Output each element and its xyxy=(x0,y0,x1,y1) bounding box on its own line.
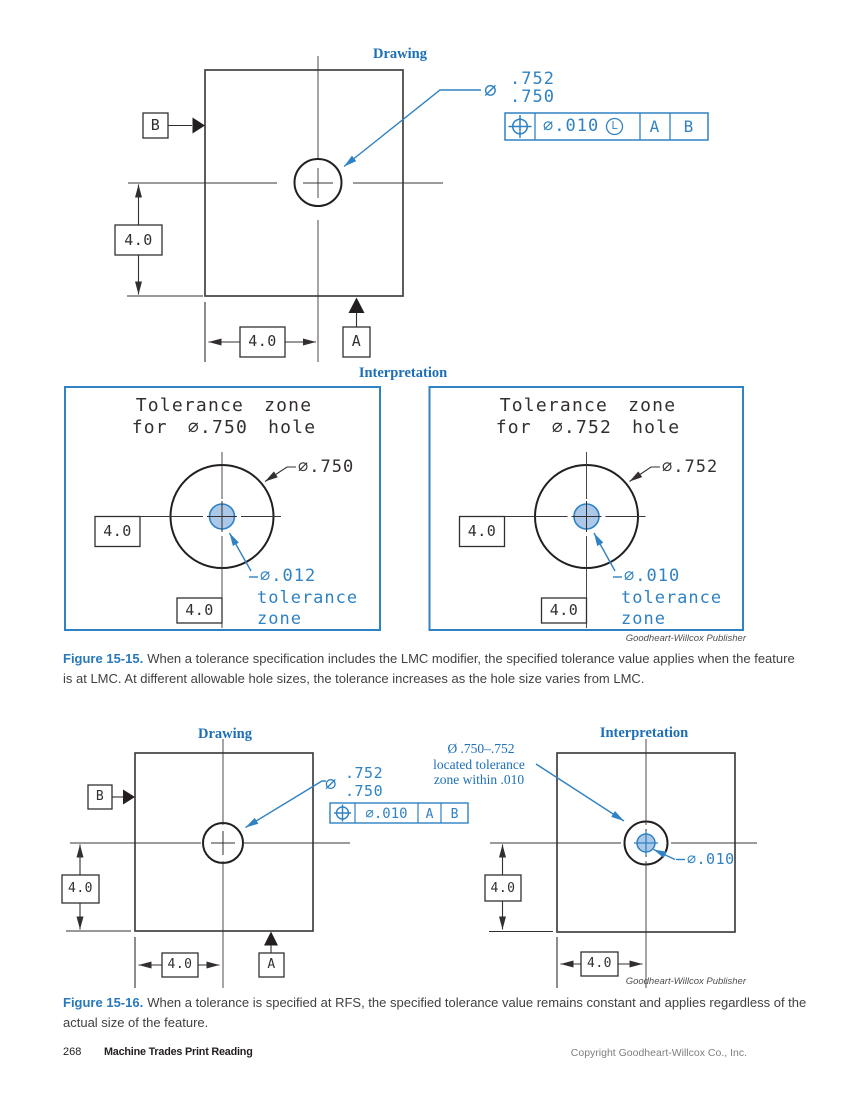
datum-a-label: A xyxy=(351,332,362,350)
zone-size-label: ∅.010 xyxy=(687,850,735,868)
panel-title-line1: Tolerance zone xyxy=(499,395,677,416)
feature-control-frame xyxy=(504,112,709,141)
left-dim-value: 4.0 xyxy=(68,881,93,896)
note-line1: Ø .750–.752 xyxy=(447,741,515,756)
note-line2: located tolerance xyxy=(433,756,525,772)
fig15-15-interpretation-left xyxy=(64,386,381,631)
centerlines xyxy=(128,56,443,362)
size-lower-limit: .750 xyxy=(345,782,384,800)
size-leader xyxy=(245,780,326,829)
datum-a-symbol xyxy=(342,297,371,358)
fig15-15-caption: Figure 15-15.When a tolerance specificat… xyxy=(63,649,807,689)
fcf-datum-a: A xyxy=(425,806,434,822)
bottom-dimension xyxy=(134,937,220,988)
panel-dim-bottom: 4.0 xyxy=(185,601,214,619)
zone-label-leader xyxy=(593,532,622,578)
hole-size-label: ∅.752 xyxy=(662,457,719,477)
hole-label-leader xyxy=(629,466,660,482)
zone-label-line2: tolerance xyxy=(257,588,359,608)
zone-label-leader xyxy=(228,532,258,578)
diameter-symbol: ∅ xyxy=(325,773,337,795)
caption-label: Figure 15-15. xyxy=(63,651,144,666)
bottom-dimension xyxy=(556,937,643,988)
zone-label-line3: zone xyxy=(257,609,302,629)
copyright-notice: Copyright Goodheart-Willcox Co., Inc. xyxy=(570,1046,747,1059)
fcf-tolerance-value: ∅.010 xyxy=(365,806,408,822)
diameter-symbol: ∅ xyxy=(484,78,497,102)
fig15-16-interpretation-heading: Interpretation xyxy=(599,725,689,741)
size-leader xyxy=(343,89,481,168)
fig15-16-drawing-heading: Drawing xyxy=(198,726,252,742)
note-line3: zone within .010 xyxy=(433,772,525,787)
zone-label-line1: ∅.010 xyxy=(624,566,681,586)
panel-dim-left: 4.0 xyxy=(103,522,132,540)
size-upper-limit: .752 xyxy=(345,764,384,782)
bottom-dim-value: 4.0 xyxy=(248,332,277,350)
left-dimension xyxy=(61,844,131,932)
caption-label: Figure 15-16. xyxy=(63,995,144,1010)
panel-title-line2: for ∅.752 hole xyxy=(495,417,681,438)
bottom-dimension xyxy=(204,302,316,362)
datum-a-symbol xyxy=(258,931,285,978)
fig15-15-drawing-lines xyxy=(114,56,709,362)
zone-label-line1: ∅.012 xyxy=(260,566,317,586)
caption-text: When a tolerance specification includes … xyxy=(63,651,795,686)
lmc-modifier-letter: L xyxy=(611,120,618,132)
zone-label-leader xyxy=(653,848,685,861)
zone-crosshair xyxy=(634,831,658,855)
left-dim-value: 4.0 xyxy=(124,231,153,249)
hole-circle xyxy=(293,158,343,207)
size-lower-limit: .750 xyxy=(510,87,555,107)
caption-text: When a tolerance is specified at RFS, th… xyxy=(63,995,807,1030)
page-number: 268 xyxy=(63,1046,82,1058)
position-symbol-icon xyxy=(508,115,532,138)
fcf-tolerance-value: ∅.010 xyxy=(543,116,600,136)
bottom-dim-value: 4.0 xyxy=(167,957,193,972)
fig15-16-drawing-lines xyxy=(61,739,469,988)
book-title: Machine Trades Print Reading xyxy=(104,1046,253,1058)
hole-size-label: ∅.750 xyxy=(298,457,355,477)
datum-b-symbol xyxy=(142,112,205,139)
datum-b-label: B xyxy=(150,116,161,134)
fig15-16-caption: Figure 15-16.When a tolerance is specifi… xyxy=(63,993,807,1033)
position-symbol-icon xyxy=(334,804,351,822)
fcf-datum-b: B xyxy=(450,806,459,822)
hole-label-leader xyxy=(264,466,296,482)
fcf-datum-a: A xyxy=(649,117,660,136)
datum-a-label: A xyxy=(267,957,276,972)
interp-dim-bottom: 4.0 xyxy=(587,956,612,971)
fig15-16-interpretation-lines xyxy=(484,739,757,988)
fig15-15-interpretation-right xyxy=(428,386,744,631)
panel-dim-left: 4.0 xyxy=(467,522,497,540)
left-dimension xyxy=(114,184,203,297)
size-upper-limit: .752 xyxy=(510,69,555,89)
left-dimension xyxy=(484,844,553,933)
zone-label-line3: zone xyxy=(621,609,666,629)
panel-title-line1: Tolerance zone xyxy=(135,395,313,416)
note-leader xyxy=(535,763,625,822)
panel-dim-bottom: 4.0 xyxy=(549,601,579,619)
lmc-modifier-icon xyxy=(605,117,624,136)
datum-b-symbol xyxy=(87,784,135,810)
publisher-credit: Goodheart-Willcox Publisher xyxy=(625,633,746,644)
fcf-datum-b: B xyxy=(683,117,694,136)
feature-control-frame xyxy=(329,802,469,824)
datum-b-label: B xyxy=(95,789,105,804)
zone-label-line2: tolerance xyxy=(621,588,723,608)
panel-title-line2: for ∅.750 hole xyxy=(131,417,317,438)
publisher-credit: Goodheart-Willcox Publisher xyxy=(625,976,746,987)
fig15-15-interpretation-heading: Interpretation xyxy=(358,365,448,381)
fig15-15-drawing-heading: Drawing xyxy=(373,46,427,62)
interp-dim-left: 4.0 xyxy=(490,881,516,896)
